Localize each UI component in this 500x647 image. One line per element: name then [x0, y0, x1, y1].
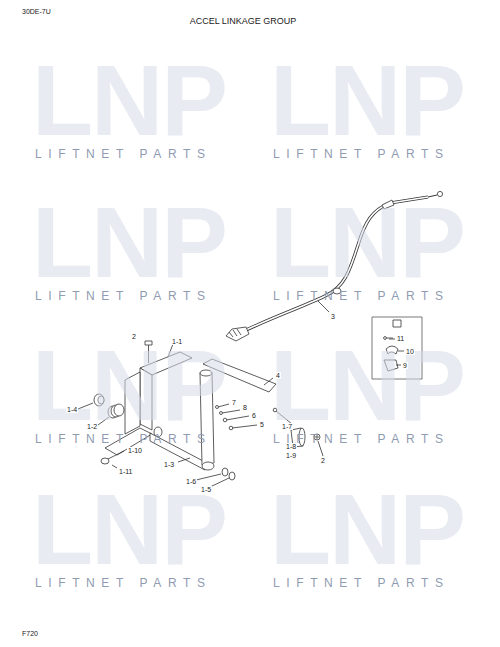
callout-number: 1-3 [163, 461, 175, 468]
watermark-logo: LNP [32, 50, 226, 150]
watermark-text: LIFTNET PARTS [273, 148, 450, 160]
callout-number: 2 [320, 457, 326, 464]
watermark-text: LIFTNET PARTS [35, 290, 212, 302]
page-code: 30DE-7U [22, 8, 51, 15]
watermark-text: LIFTNET PARTS [35, 577, 212, 589]
callout-number: 11 [396, 335, 405, 342]
callout-number: 3 [330, 313, 336, 320]
watermark-text: LIFTNET PARTS [35, 433, 212, 445]
callout-number: 1-4 [66, 406, 78, 413]
watermark-logo: LNP [270, 192, 464, 292]
callout-number: 1-6 [185, 478, 197, 485]
callout-number: 1-11 [118, 468, 134, 475]
callout-number: 7 [231, 399, 237, 406]
page-title: ACCEL LINKAGE GROUP [190, 17, 297, 26]
page-number: F720 [22, 630, 38, 637]
watermark-logo: LNP [32, 335, 226, 435]
watermark-logo: LNP [270, 335, 464, 435]
callout-number: 2 [131, 333, 137, 340]
watermark-text: LIFTNET PARTS [273, 433, 450, 445]
callout-number: 10 [405, 348, 415, 355]
watermark-text: LIFTNET PARTS [273, 577, 450, 589]
watermark-logo: LNP [32, 192, 226, 292]
callout-number: 1-5 [200, 486, 212, 493]
watermark-text: LIFTNET PARTS [273, 290, 450, 302]
watermark-text: LIFTNET PARTS [35, 148, 212, 160]
callout-number: 1-8 [285, 443, 297, 450]
callout-number: 1-7 [281, 423, 293, 430]
watermark-logo: LNP [270, 50, 464, 150]
callout-number: 5 [259, 421, 265, 428]
callout-number: 1-9 [285, 452, 297, 459]
watermark-logo: LNP [32, 479, 226, 579]
callout-number: 9 [402, 362, 408, 369]
watermark-logo: LNP [270, 479, 464, 579]
callout-number: 1-10 [127, 447, 143, 454]
callout-number: 4 [275, 372, 281, 379]
callout-number: 1-1 [171, 338, 183, 345]
callout-number: 6 [251, 412, 257, 419]
callout-number: 1-2 [86, 423, 98, 430]
callout-number: 8 [242, 404, 248, 411]
